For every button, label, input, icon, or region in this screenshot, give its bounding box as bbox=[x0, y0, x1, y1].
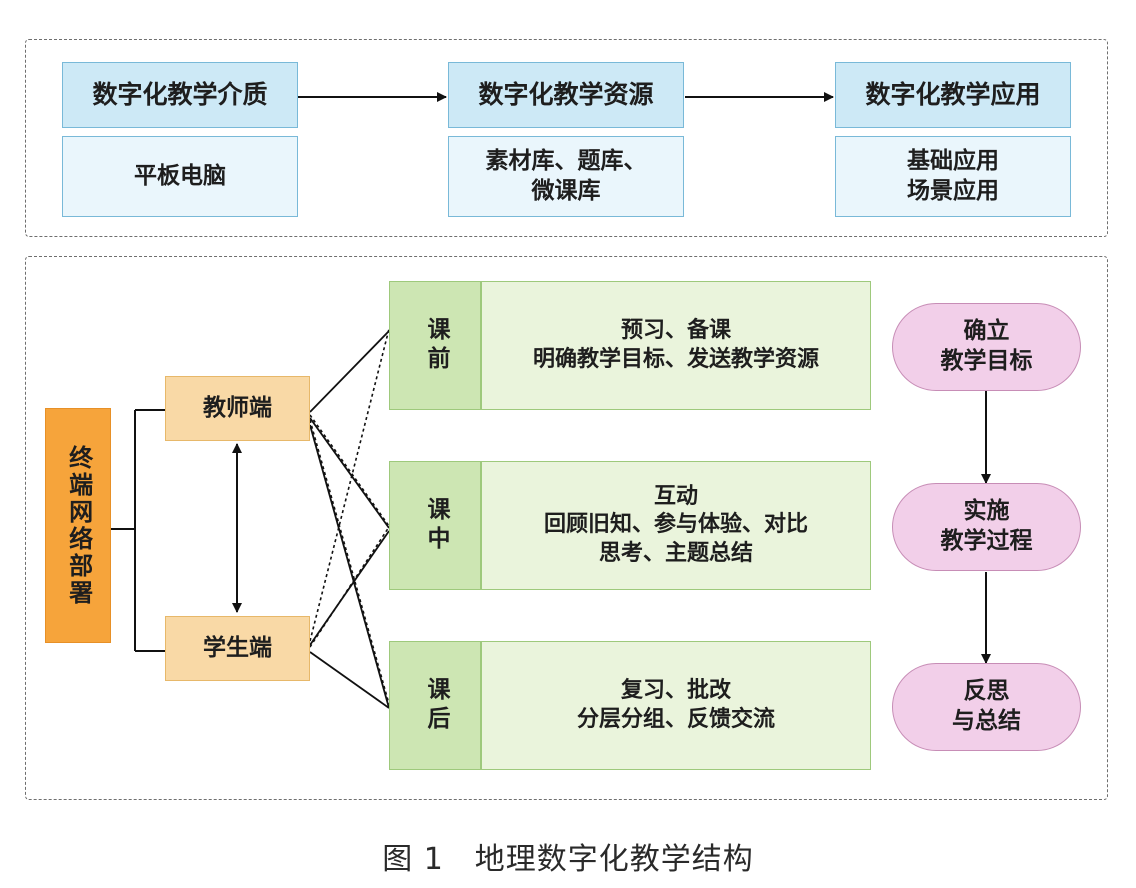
resource-body: 素材库、题库、 微课库 bbox=[448, 136, 684, 217]
solid-links bbox=[309, 330, 390, 709]
phase-content-after: 复习、批改 分层分组、反馈交流 bbox=[481, 641, 871, 770]
media-body: 平板电脑 bbox=[62, 136, 298, 217]
terminal-network-node: 终端网络部署 bbox=[45, 408, 111, 643]
student-node: 学生端 bbox=[165, 616, 310, 681]
bottom-section-frame bbox=[25, 256, 1108, 800]
phase-content-before: 预习、备课 明确教学目标、发送教学资源 bbox=[481, 281, 871, 410]
application-header: 数字化教学应用 bbox=[835, 62, 1071, 128]
goal-reflect: 反思 与总结 bbox=[892, 663, 1081, 751]
root-bracket bbox=[111, 409, 165, 652]
application-body: 基础应用 场景应用 bbox=[835, 136, 1071, 217]
goal-implement: 实施 教学过程 bbox=[892, 483, 1081, 571]
phase-label-during: 课中 bbox=[389, 461, 481, 590]
figure-caption: 图 1 地理数字化教学结构 bbox=[382, 842, 754, 877]
media-header: 数字化教学介质 bbox=[62, 62, 298, 128]
top-section-frame bbox=[25, 39, 1108, 237]
goal-establish: 确立 教学目标 bbox=[892, 303, 1081, 391]
teacher-node: 教师端 bbox=[165, 376, 310, 441]
resource-header: 数字化教学资源 bbox=[448, 62, 684, 128]
phase-content-during: 互动 回顾旧知、参与体验、对比 思考、主题总结 bbox=[481, 461, 871, 590]
dotted-links bbox=[309, 328, 390, 705]
phase-label-before: 课前 bbox=[389, 281, 481, 410]
phase-label-after: 课后 bbox=[389, 641, 481, 770]
